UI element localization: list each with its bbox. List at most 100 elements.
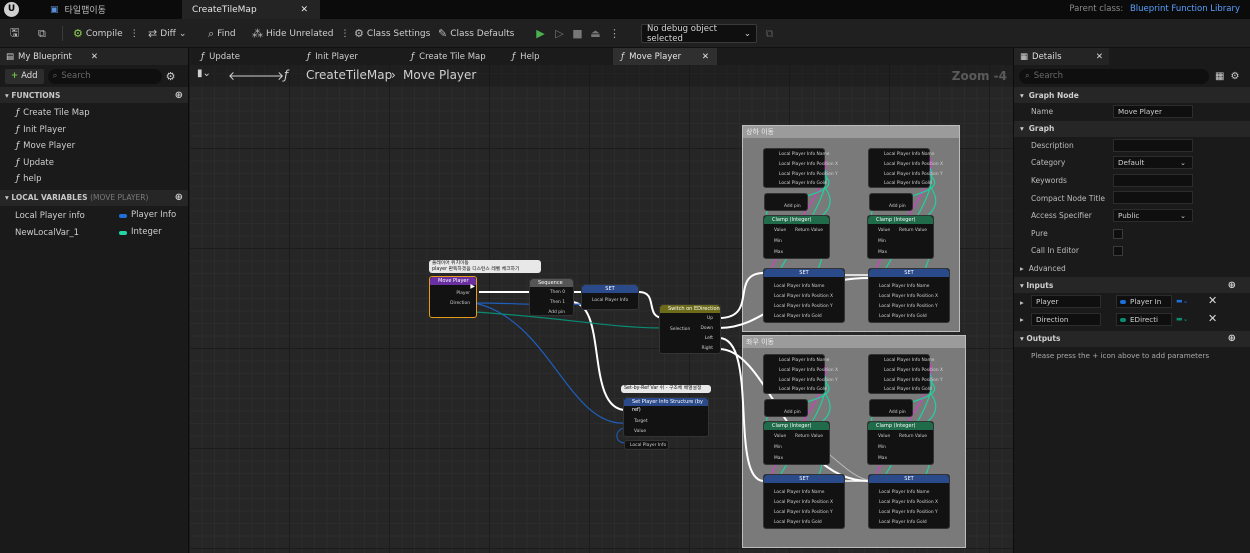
bookmark-icon[interactable]: ▮⌄: [197, 68, 211, 79]
break-struct-node[interactable]: Local Player Info Name Local Player Info…: [868, 354, 943, 394]
browse-button[interactable]: ⧉: [38, 24, 46, 43]
remove-param-icon[interactable]: ✕: [1208, 311, 1218, 325]
variable-item[interactable]: NewLocalVar_1 Integer: [0, 225, 188, 242]
variable-item[interactable]: Local Player info Player Info: [0, 208, 188, 225]
class-defaults-button[interactable]: ✎Class Defaults: [438, 24, 514, 43]
container-type-icon[interactable]: ▬⌄: [1176, 314, 1189, 323]
details-search-input[interactable]: ⌕Search: [1019, 68, 1209, 84]
gear-icon[interactable]: ⚙: [1230, 70, 1240, 82]
comment-bubble[interactable]: 플레이어 위치이동 player 판독하겠음 디스턴스 레벨 체크하기: [429, 260, 541, 273]
advanced-row[interactable]: ▸Advanced: [1014, 260, 1250, 278]
inputs-section[interactable]: ▾ Inputs⊕: [1014, 277, 1250, 294]
param-type-combo[interactable]: Player In: [1116, 295, 1172, 309]
compact-title-field[interactable]: [1113, 191, 1193, 205]
break-struct-node[interactable]: Local Player Info Name Local Player Info…: [868, 148, 943, 188]
sequence-node[interactable]: Sequence Then 0 Then 1 Add pin: [529, 278, 574, 316]
chevron-right-icon[interactable]: ▸: [1020, 297, 1024, 307]
play-icon[interactable]: ▶: [536, 27, 545, 40]
eject-icon[interactable]: ⏏: [590, 27, 601, 40]
add-node[interactable]: Add pin: [869, 193, 913, 211]
clamp-node[interactable]: Clamp (Integer) Value Min Max Return Val…: [763, 421, 830, 465]
description-field[interactable]: [1113, 138, 1193, 152]
forward-arrow-icon[interactable]: 🡒: [252, 69, 285, 83]
clamp-node[interactable]: Clamp (Integer) Value Min Max Return Val…: [867, 421, 934, 465]
set-members-node[interactable]: SET Local Player Info Name Local Player …: [763, 474, 845, 529]
break-struct-node[interactable]: Local Player Info Name Local Player Info…: [763, 354, 838, 394]
my-blueprint-tab[interactable]: ▤My Blueprint ✕: [0, 48, 188, 65]
category-combo[interactable]: Default⌄: [1113, 156, 1193, 170]
comment-bubble[interactable]: Set-by-Ref Var 쉬 - 구조체 배열설정: [621, 385, 711, 393]
name-field[interactable]: Move Player: [1113, 105, 1193, 118]
add-node[interactable]: Add pin: [764, 399, 808, 417]
step-icon[interactable]: ▷: [555, 27, 564, 40]
window-tab-tilemap[interactable]: ▣ 타일맵이동: [40, 0, 180, 19]
add-pin-button[interactable]: Add pin: [889, 204, 906, 209]
back-arrow-icon[interactable]: 🡐: [228, 69, 261, 83]
graph-node-section[interactable]: ▾Graph Node: [1014, 87, 1250, 103]
debug-filter-icon[interactable]: ⧉: [765, 26, 774, 40]
local-player-info-getter[interactable]: Local Player Info: [624, 440, 669, 450]
set-members-node[interactable]: SET Local Player Info Name Local Player …: [868, 474, 950, 529]
search-input[interactable]: ⌕Search: [47, 68, 162, 84]
local-variables-category[interactable]: ▾ LOCAL VARIABLES (MOVE PLAYER) ⊕: [0, 189, 188, 206]
add-pin-button[interactable]: Add pin: [784, 204, 801, 209]
add-input-icon[interactable]: ⊕: [1227, 279, 1236, 291]
access-select[interactable]: Public⌄: [1113, 208, 1193, 222]
debug-object-select[interactable]: No debug object selected⌄: [641, 24, 757, 44]
pure-checkbox[interactable]: [1113, 228, 1123, 239]
exec-pin-icon[interactable]: ▶: [470, 283, 475, 290]
outputs-section[interactable]: ▾ Outputs⊕: [1014, 330, 1250, 347]
add-node[interactable]: Add pin: [869, 399, 913, 417]
add-function-icon[interactable]: ⊕: [174, 89, 183, 101]
break-struct-node[interactable]: Local Player Info Name Local Player Info…: [763, 148, 838, 188]
keywords-field[interactable]: [1113, 173, 1193, 187]
more-options-icon[interactable]: ⋮: [609, 27, 620, 40]
add-output-icon[interactable]: ⊕: [1227, 333, 1236, 345]
save-button[interactable]: 🖫: [10, 24, 19, 43]
add-pin-button[interactable]: Add pin: [889, 410, 906, 415]
gear-icon[interactable]: ⚙: [165, 69, 176, 83]
diff-button[interactable]: ⇄Diff⌄: [148, 24, 186, 43]
param-name-field[interactable]: Direction: [1031, 312, 1101, 326]
param-type-combo[interactable]: EDirecti: [1116, 312, 1172, 326]
hide-unrelated-button[interactable]: ⁂Hide Unrelated⋮: [252, 24, 350, 43]
set-members-node[interactable]: SET Local Player Info Name Local Player …: [763, 268, 845, 323]
function-entry-node[interactable]: Move Player Player Direction ▶: [429, 276, 477, 318]
graph-section[interactable]: ▾Graph: [1014, 120, 1250, 137]
set-local-node[interactable]: SET Local Player Info: [581, 284, 639, 310]
functions-category[interactable]: ▾ FUNCTIONS ⊕: [0, 87, 188, 103]
set-by-ref-node[interactable]: Set Player Info Structure (by ref) Targe…: [623, 397, 709, 437]
add-variable-icon[interactable]: ⊕: [174, 192, 183, 203]
parent-class-link[interactable]: Blueprint Function Library: [1129, 4, 1240, 14]
find-button[interactable]: ⌕Find: [208, 24, 236, 43]
call-in-editor-checkbox[interactable]: [1113, 246, 1123, 257]
window-tab-createtilemap[interactable]: CreateTileMap ✕: [182, 0, 320, 19]
set-members-node[interactable]: SET Local Player Info Name Local Player …: [868, 268, 950, 323]
close-icon[interactable]: ✕: [701, 51, 709, 62]
add-node[interactable]: Add pin: [764, 193, 808, 211]
switch-node[interactable]: Switch on EDirection Selection Up Down L…: [659, 304, 721, 354]
grid-view-icon[interactable]: ▦: [1215, 70, 1225, 82]
chevron-right-icon[interactable]: ▸: [1020, 315, 1024, 325]
clamp-node[interactable]: Clamp (Integer) Value Min Max Return Val…: [763, 215, 830, 259]
breadcrumb-root[interactable]: CreateTileMap: [306, 68, 393, 82]
add-pin-button[interactable]: Add pin: [548, 310, 565, 315]
remove-param-icon[interactable]: ✕: [1208, 294, 1218, 308]
param-name-field[interactable]: Player: [1031, 295, 1101, 309]
add-pin-button[interactable]: Add pin: [784, 410, 801, 415]
breadcrumb-current[interactable]: Move Player: [403, 68, 477, 82]
stop-icon[interactable]: ■: [572, 27, 583, 40]
clamp-node[interactable]: Clamp (Integer) Value Min Max Return Val…: [867, 215, 934, 259]
close-icon[interactable]: ✕: [90, 51, 98, 62]
compile-button[interactable]: ⚙Compile⋮: [73, 24, 139, 43]
